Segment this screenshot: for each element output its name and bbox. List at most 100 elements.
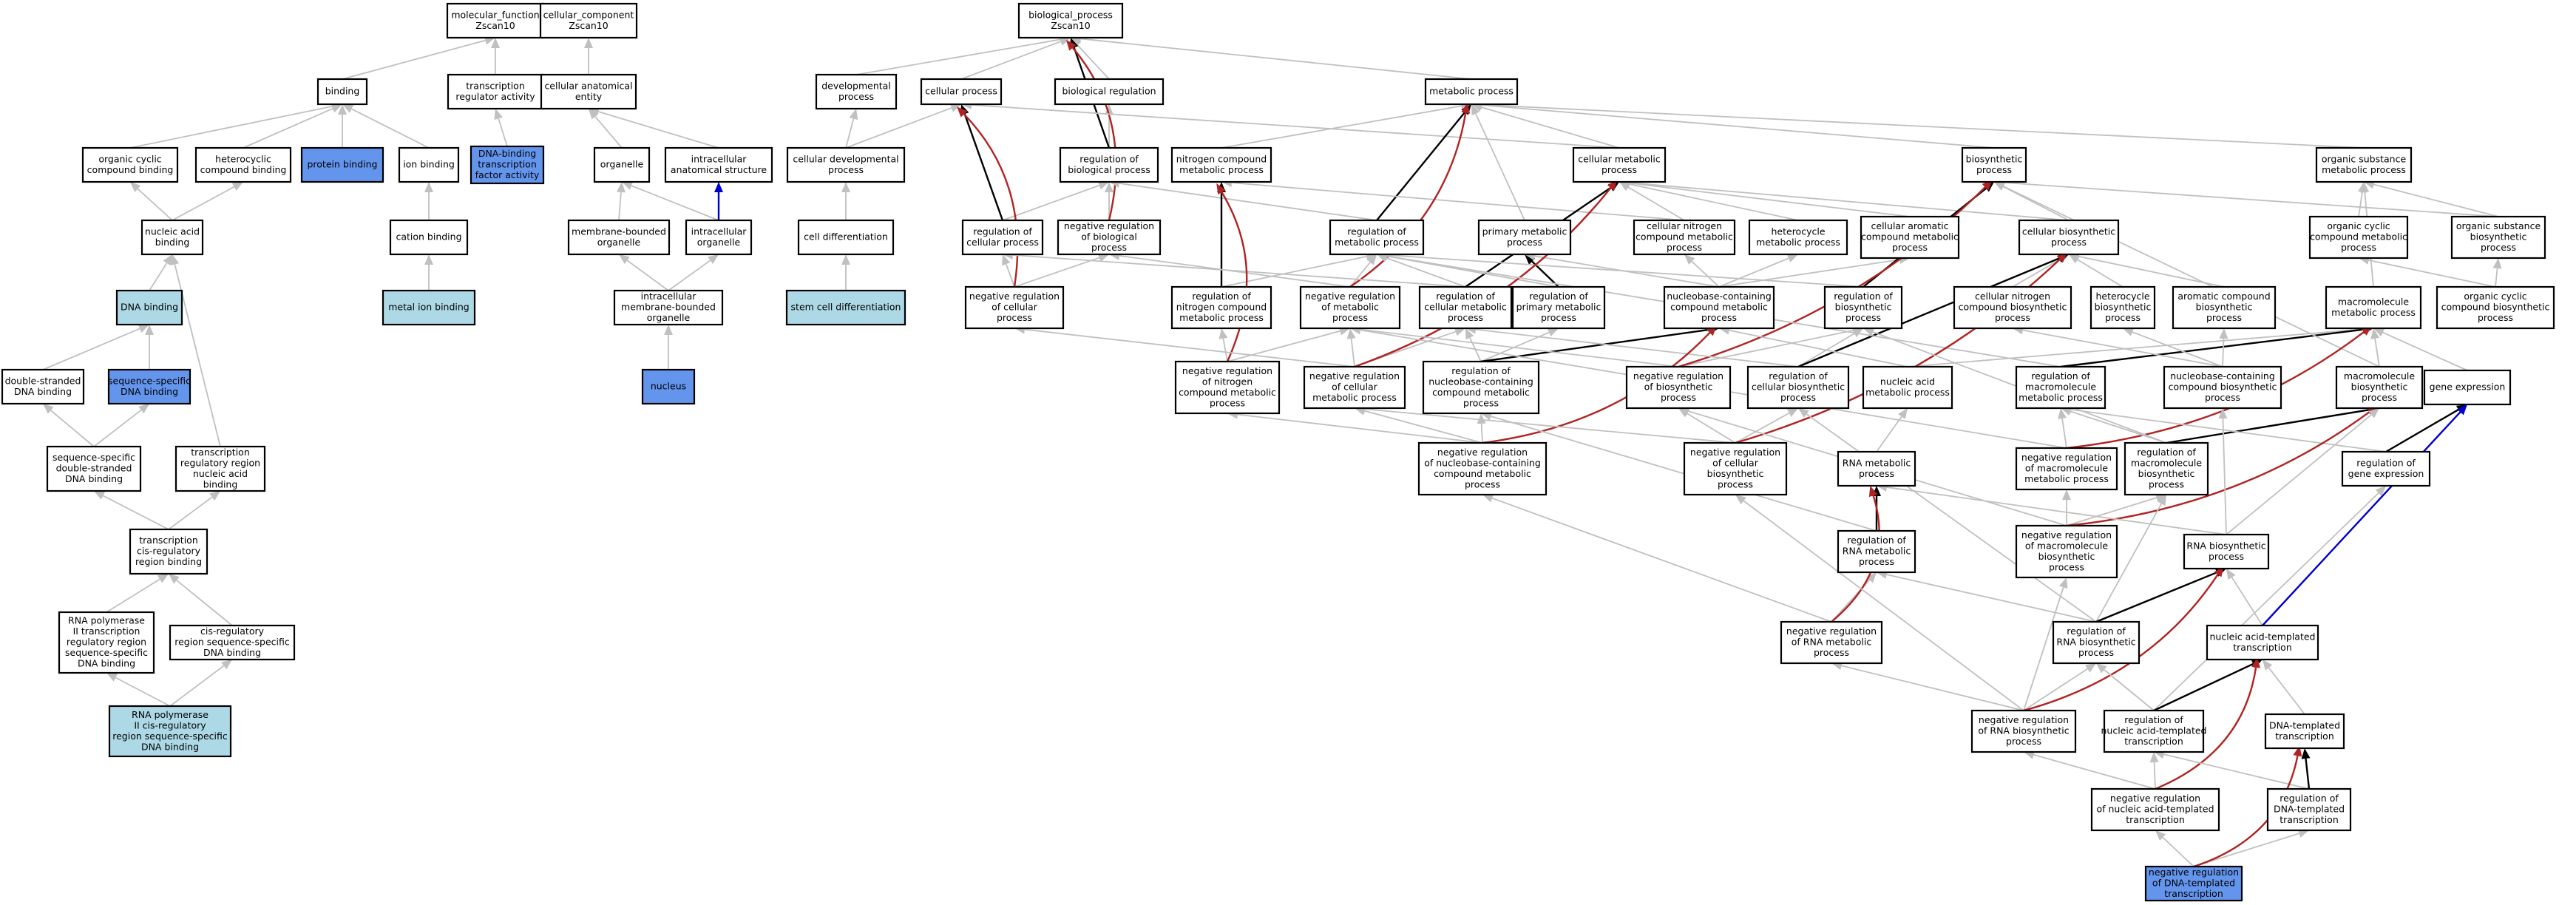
go-term-label-line: process	[2478, 312, 2513, 323]
go-term-box	[2423, 369, 2512, 406]
go-term-label-line: RNA metabolic	[1843, 457, 1911, 468]
edge-is_a-nbcmp-to-hmp	[1718, 254, 1798, 288]
edge-is_a-negregnbcmp-to-regnbcmp	[1477, 413, 1486, 444]
edge-line	[1002, 184, 1100, 221]
edge-line	[2358, 191, 2363, 217]
edge-line	[2066, 331, 2365, 450]
go-term-label-line: biosynthetic	[1966, 153, 2023, 164]
go-term-label-line: macromolecule	[2025, 382, 2096, 393]
edge-arrowhead	[1547, 328, 1559, 337]
edge-line	[1005, 263, 1015, 288]
edge-line	[618, 191, 622, 221]
go-term-label-line: metabolic process	[2024, 473, 2109, 484]
edge-arrowhead	[664, 325, 673, 335]
edge-line	[2004, 182, 2499, 217]
go-term-box	[2018, 219, 2120, 256]
go-term-box	[1683, 441, 1788, 496]
go-term-protbind: protein binding	[300, 146, 384, 183]
go-term-label-line: process	[2205, 392, 2240, 403]
go-term-label-line: nucleobase-containing	[1667, 291, 1772, 302]
edge-is_a-negregdnatt-to-regdnatt	[2193, 829, 2309, 867]
go-term-label-line: DNA-binding	[478, 148, 536, 159]
go-term-box	[140, 219, 204, 256]
edge-line	[845, 107, 952, 149]
go-term-label-line: of cellular	[1712, 457, 1759, 468]
edge-arrowhead	[1684, 254, 1695, 265]
edge-is_a-negregbp-to-negregmp	[1350, 325, 1679, 367]
go-term-box	[1663, 285, 1775, 330]
edge-arrowhead	[1097, 253, 1109, 262]
edge-line	[2226, 414, 2372, 535]
edge-line	[342, 39, 486, 80]
edge-is_a-cmp-to-metab	[1471, 103, 1620, 149]
edge-line	[1481, 104, 1995, 149]
go-term-label-line: process	[1892, 242, 1928, 253]
edge-is_a-negregmp-to-regmp	[1349, 254, 1377, 288]
edge-line	[2163, 753, 2310, 790]
go-term-box	[1170, 285, 1272, 330]
edge-is_a-negregmmp-to-regmmp	[2058, 408, 2067, 449]
go-term-label-line: process	[2341, 242, 2376, 253]
go-term-label-line: process	[838, 91, 874, 102]
edge-is_a-occbp-to-occmp	[2359, 256, 2496, 288]
go-term-label-line: process	[1448, 312, 1483, 323]
go-term-label-line: regulation of	[1834, 291, 1893, 302]
go-term-label-line: transcription	[139, 535, 198, 546]
go-term-label-line: negative regulation	[2021, 452, 2112, 463]
edge-arrowhead	[2360, 182, 2370, 193]
edge-arrowhead	[424, 182, 433, 192]
go-term-box	[2015, 524, 2118, 579]
edge-arrowhead	[94, 491, 106, 500]
edge-line	[115, 677, 171, 707]
go-term-label-line: regulation of	[1436, 291, 1495, 302]
edge-line	[2166, 409, 2370, 444]
go-term-label-line: transcription	[2233, 642, 2292, 653]
go-term-label-line: developmental	[821, 80, 891, 91]
edge-is_a-negregnbcmp-to-negregncmp	[1227, 410, 1483, 444]
edge-line	[1627, 186, 1685, 221]
edge-line	[176, 580, 233, 626]
edge-arrowhead	[1863, 328, 1875, 336]
go-term-label-line: metabolic process	[2019, 392, 2103, 403]
edge-is_a-celldev-to-cellproc	[845, 104, 961, 149]
edge-line	[2061, 418, 2067, 449]
edge-line	[93, 409, 142, 447]
go-term-label-line: transcription	[2280, 814, 2339, 825]
edge-arrowhead	[1346, 328, 1356, 339]
edge-arrowhead	[2157, 495, 2166, 506]
edge-arrowhead	[2096, 663, 2107, 674]
edge-arrowhead	[622, 181, 634, 190]
go-term-box	[447, 73, 544, 110]
edge-is_a-hcb-to-binding	[243, 104, 342, 149]
go-term-label-line: organic cyclic	[2327, 220, 2390, 231]
go-term-label-line: nucleic acid-templated	[2209, 631, 2315, 642]
go-term-label-line: binding	[203, 478, 238, 489]
go-term-box	[1953, 285, 2072, 330]
go-term-label-line: double-stranded	[56, 463, 132, 474]
go-term-label-line: Zscan10	[1051, 20, 1090, 31]
edge-line	[168, 496, 213, 530]
go-term-label-line: negative regulation	[969, 291, 1060, 302]
edge-line	[2023, 587, 2064, 711]
edge-line	[631, 185, 719, 221]
edge-is_a-rnabp-to-mbp	[2226, 408, 2379, 535]
edge-is_a-dev-to-bp	[855, 35, 1071, 75]
go-term-label-line: compound metabolic	[2310, 231, 2407, 243]
go-term-box	[567, 219, 671, 256]
go-term-nucleus: nucleus	[641, 368, 696, 405]
go-term-label-line: process	[828, 164, 864, 175]
edge-line	[1806, 413, 2097, 623]
edge-is_a-regdnatt-to-regnatt	[2154, 750, 2310, 790]
go-term-label-line: biosynthetic	[2351, 382, 2408, 393]
edge-is_a-negregnatt-to-regnatt	[2149, 752, 2159, 790]
go-term-label-line: anatomical structure	[671, 164, 767, 175]
go-term-label-line: region sequence-specific	[112, 731, 228, 742]
